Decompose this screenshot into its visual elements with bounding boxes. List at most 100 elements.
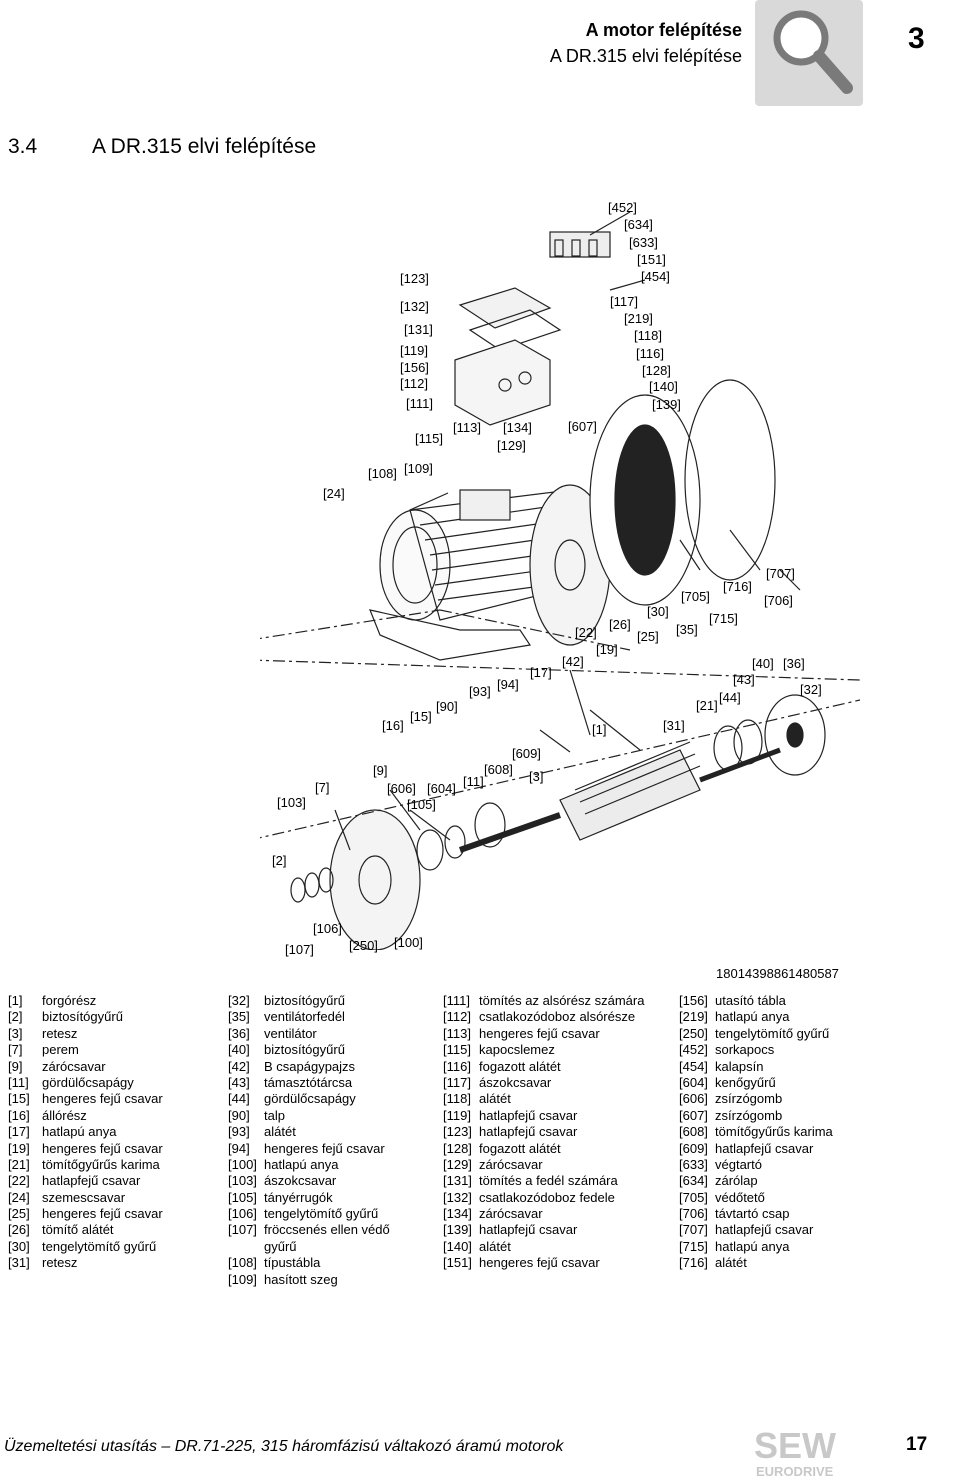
section-number: 3.4 (8, 135, 38, 158)
legend-item: [43]támasztótárcsa (228, 1075, 390, 1091)
part-callout: [119] (400, 343, 428, 358)
legend-item-text: gyűrű (264, 1238, 297, 1254)
legend-item-text: tengelytömítő gyűrű (42, 1238, 157, 1254)
legend-item: [31]retesz (8, 1255, 163, 1271)
legend-item-number: [219] (679, 1009, 708, 1025)
legend-item-text: zsírzógomb (715, 1107, 783, 1123)
legend-item-number: [454] (679, 1058, 708, 1074)
part-callout: [30] (647, 604, 669, 619)
legend-item: gyűrű (228, 1239, 390, 1255)
part-callout: [94] (497, 677, 519, 692)
legend-item-number: [2] (8, 1009, 23, 1025)
legend-item-number: [112] (443, 1009, 471, 1025)
legend-item-number: [22] (8, 1173, 30, 1189)
legend-item-text: kapocslemez (479, 1042, 555, 1058)
legend-item: [129]zárócsavar (443, 1157, 644, 1173)
part-callout: [117] (610, 294, 638, 309)
legend-item-text: biztosítógyűrű (264, 993, 345, 1008)
legend-item-text: alátét (479, 1238, 511, 1254)
legend-item: [21]tömítőgyűrűs karima (8, 1157, 163, 1173)
part-callout: [123] (400, 271, 429, 286)
legend-item: [716] alátét (679, 1255, 833, 1271)
legend-item-number: [107] (228, 1222, 257, 1238)
part-callout: [21] (696, 698, 718, 713)
part-callout: [606] (387, 781, 416, 796)
exploded-view-drawing (249, 190, 870, 951)
legend-item-text: utasító tábla (715, 993, 786, 1008)
legend-item-text: zárólap (715, 1173, 758, 1189)
sew-logo: SEW EURODRIVE (750, 1424, 860, 1479)
legend-item: [452]sorkapocs (679, 1042, 833, 1058)
legend-item-text: alátét (715, 1255, 747, 1271)
legend-item: [116]fogazott alátét (443, 1059, 644, 1075)
legend-item-number: [30] (8, 1238, 30, 1254)
legend-item-number: [113] (443, 1025, 471, 1041)
legend-item: [15]hengeres fejű csavar (8, 1091, 163, 1107)
legend-item-number: [111] (443, 993, 470, 1008)
legend-item: [139]hatlapfejű csavar (443, 1222, 644, 1238)
legend-item: [705]védőtető (679, 1190, 833, 1206)
legend-item-number: [607] (679, 1107, 708, 1123)
legend-item-number: [3] (8, 1025, 23, 1041)
legend-item: [106]tengelytömítő gyűrű (228, 1206, 390, 1222)
legend-item-text: ventilátorfedél (264, 1009, 345, 1025)
legend-item-text: tömítő alátét (42, 1222, 114, 1238)
legend-item-number: [11] (8, 1074, 29, 1090)
part-callout: [22] (575, 625, 597, 640)
legend-item-number: [633] (679, 1156, 708, 1172)
legend-item-text: végtartó (715, 1156, 762, 1172)
legend-item-text: zárócsavar (479, 1156, 543, 1172)
legend-item-number: [131] (443, 1173, 472, 1189)
part-callout: [634] (624, 217, 653, 232)
part-callout: [633] (629, 235, 658, 250)
legend-item-text: B csapágypajzs (264, 1058, 356, 1074)
chapter-number: 3 (908, 22, 925, 55)
legend-item-number: [93] (228, 1124, 250, 1140)
legend-item-text: alátét (479, 1091, 511, 1107)
legend-item-text: állórész (42, 1107, 87, 1123)
part-callout: [90] (436, 699, 458, 714)
part-callout: [7] (315, 780, 330, 795)
legend-item-text: hasított szeg (264, 1271, 338, 1287)
legend-item-number: [116] (443, 1058, 471, 1074)
legend-item-text: hatlapú anya (264, 1156, 339, 1172)
part-callout: [118] (634, 328, 662, 343)
part-callout: [103] (277, 795, 306, 810)
legend-item: [111]tömítés az alsórész számára (443, 993, 644, 1009)
legend-item-number: [716] (679, 1255, 708, 1271)
part-callout: [151] (637, 252, 666, 267)
legend-item-number: [156] (679, 993, 708, 1008)
part-callout: [219] (624, 311, 653, 326)
legend-item-number: [119] (443, 1107, 471, 1123)
legend-item-number: [9] (8, 1058, 23, 1074)
legend-item: [119]hatlapfejű csavar (443, 1108, 644, 1124)
part-callout: [705] (681, 589, 710, 604)
legend-item-number: [452] (679, 1042, 708, 1058)
legend-item-number: [123] (443, 1124, 472, 1140)
legend-item: [22] hatlapfejű csavar (8, 1173, 163, 1189)
part-callout: [139] (652, 397, 681, 412)
legend-item-number: [1] (8, 993, 23, 1008)
legend-item: [118]alátét (443, 1091, 644, 1107)
part-callout: [36] (783, 656, 805, 671)
part-callout: [40] (752, 656, 774, 671)
part-callout: [9] (373, 763, 388, 778)
legend-item: [707]hatlapfejű csavar (679, 1222, 833, 1238)
part-callout: [131] (404, 322, 433, 337)
legend-item-number: [94] (228, 1140, 250, 1156)
legend-item-text: tengelytömítő gyűrű (715, 1025, 830, 1041)
legend-item-text: hengeres fejű csavar (264, 1140, 385, 1156)
part-callout: [24] (323, 486, 345, 501)
legend-item-text: gördülőcsapágy (264, 1091, 356, 1107)
legend-item-text: típustábla (264, 1255, 321, 1271)
part-callout: [43] (733, 672, 755, 687)
legend-item-text: talp (264, 1107, 285, 1123)
legend-item-text: támasztótárcsa (264, 1074, 353, 1090)
legend-item-number: [707] (679, 1222, 708, 1238)
legend-item-number: [151] (443, 1255, 472, 1271)
legend-item-text: hatlapfejű csavar (42, 1173, 141, 1189)
part-callout: [32] (800, 682, 822, 697)
legend-item: [134]zárócsavar (443, 1206, 644, 1222)
legend-item: [44]gördülőcsapágy (228, 1091, 390, 1107)
legend-item-number: [106] (228, 1206, 257, 1222)
